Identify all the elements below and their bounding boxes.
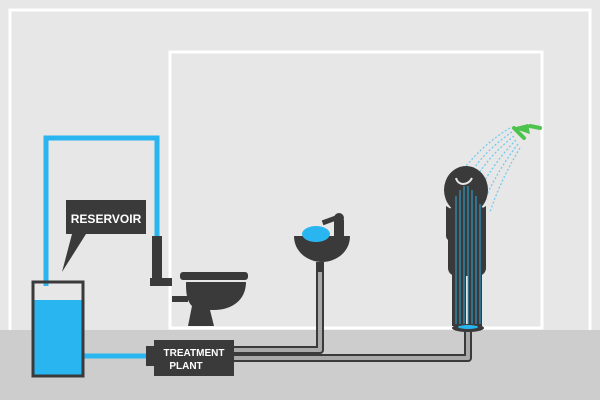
drain-icon	[452, 324, 484, 332]
reservoir-callout: RESERVOIR	[62, 200, 146, 272]
shower-head-nozzle	[512, 124, 530, 134]
person-showering-icon	[444, 166, 488, 326]
reservoir-tank-icon	[31, 280, 85, 378]
toilet-supply-pipe	[152, 236, 162, 284]
fresh-water-pipes	[43, 135, 160, 359]
treatment-plant: TREATMENT PLANT	[146, 340, 234, 376]
reservoir-label: RESERVOIR	[71, 212, 142, 226]
floor	[0, 330, 600, 400]
toilet-icon	[172, 272, 248, 326]
treatment-label-line2: PLANT	[169, 361, 202, 372]
shower-head-icon	[512, 124, 542, 140]
treatment-label-line1: TREATMENT	[164, 348, 225, 359]
recycled-water-pipes	[232, 262, 472, 362]
faucet-icon	[321, 213, 344, 236]
room-frame	[168, 50, 544, 330]
sink-icon	[294, 213, 350, 262]
